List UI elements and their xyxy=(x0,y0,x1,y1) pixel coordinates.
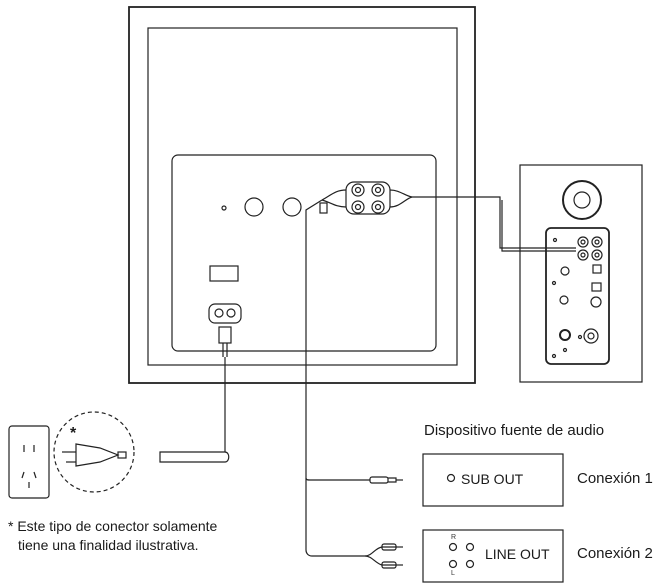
source-box-line-out xyxy=(422,529,564,583)
subwoofer-rear-panel xyxy=(171,154,437,352)
connection-1-label: Conexión 1 xyxy=(577,470,653,487)
line-out-label: LINE OUT xyxy=(485,546,550,562)
panel-switch xyxy=(319,202,328,214)
power-cable xyxy=(159,357,226,463)
satellite-rear-panel xyxy=(545,227,610,365)
connection-2-label: Conexión 2 xyxy=(577,545,653,562)
rca-jack-2 xyxy=(371,183,385,197)
power-plug xyxy=(218,326,232,344)
subwoofer-cabinet xyxy=(128,6,476,384)
footnote-line-2: tiene una finalidad ilustrativa. xyxy=(18,537,199,553)
sub-out-jack xyxy=(446,473,456,483)
footnote-text: * Este tipo de conector solamente tiene … xyxy=(8,517,217,555)
satellite-driver-inner xyxy=(573,191,591,209)
rca-jack-4 xyxy=(371,200,385,214)
rca-jack-3 xyxy=(351,200,365,214)
rca-jack-1 xyxy=(351,183,365,197)
footnote-marker: * xyxy=(70,425,77,442)
source-cable xyxy=(305,199,370,481)
footnote-line-1: * Este tipo de conector solamente xyxy=(8,518,218,534)
label-plate xyxy=(209,265,239,282)
source-box-sub-out xyxy=(422,453,564,507)
panel-knob-1 xyxy=(244,197,264,217)
plug-detail-circle xyxy=(53,411,135,493)
channel-r-label: R xyxy=(451,534,457,541)
panel-indicator xyxy=(221,205,227,211)
line-out-jack-l2 xyxy=(465,559,475,569)
rca-input-block xyxy=(345,181,391,215)
source-device-title: Dispositivo fuente de audio xyxy=(424,422,605,439)
channel-l-label: L xyxy=(451,570,455,577)
wall-outlet xyxy=(8,425,50,499)
plug-body xyxy=(75,443,120,467)
line-out-jack-r1 xyxy=(448,542,458,552)
satellite-link-cable xyxy=(412,196,576,249)
satellite-driver-outer xyxy=(562,180,602,220)
panel-knob-2 xyxy=(282,197,302,217)
sub-out-label: SUB OUT xyxy=(461,471,524,487)
line-out-jack-l1 xyxy=(448,559,458,569)
satellite-speaker xyxy=(519,164,643,383)
power-inlet xyxy=(208,303,242,324)
line-out-jack-r2 xyxy=(465,542,475,552)
